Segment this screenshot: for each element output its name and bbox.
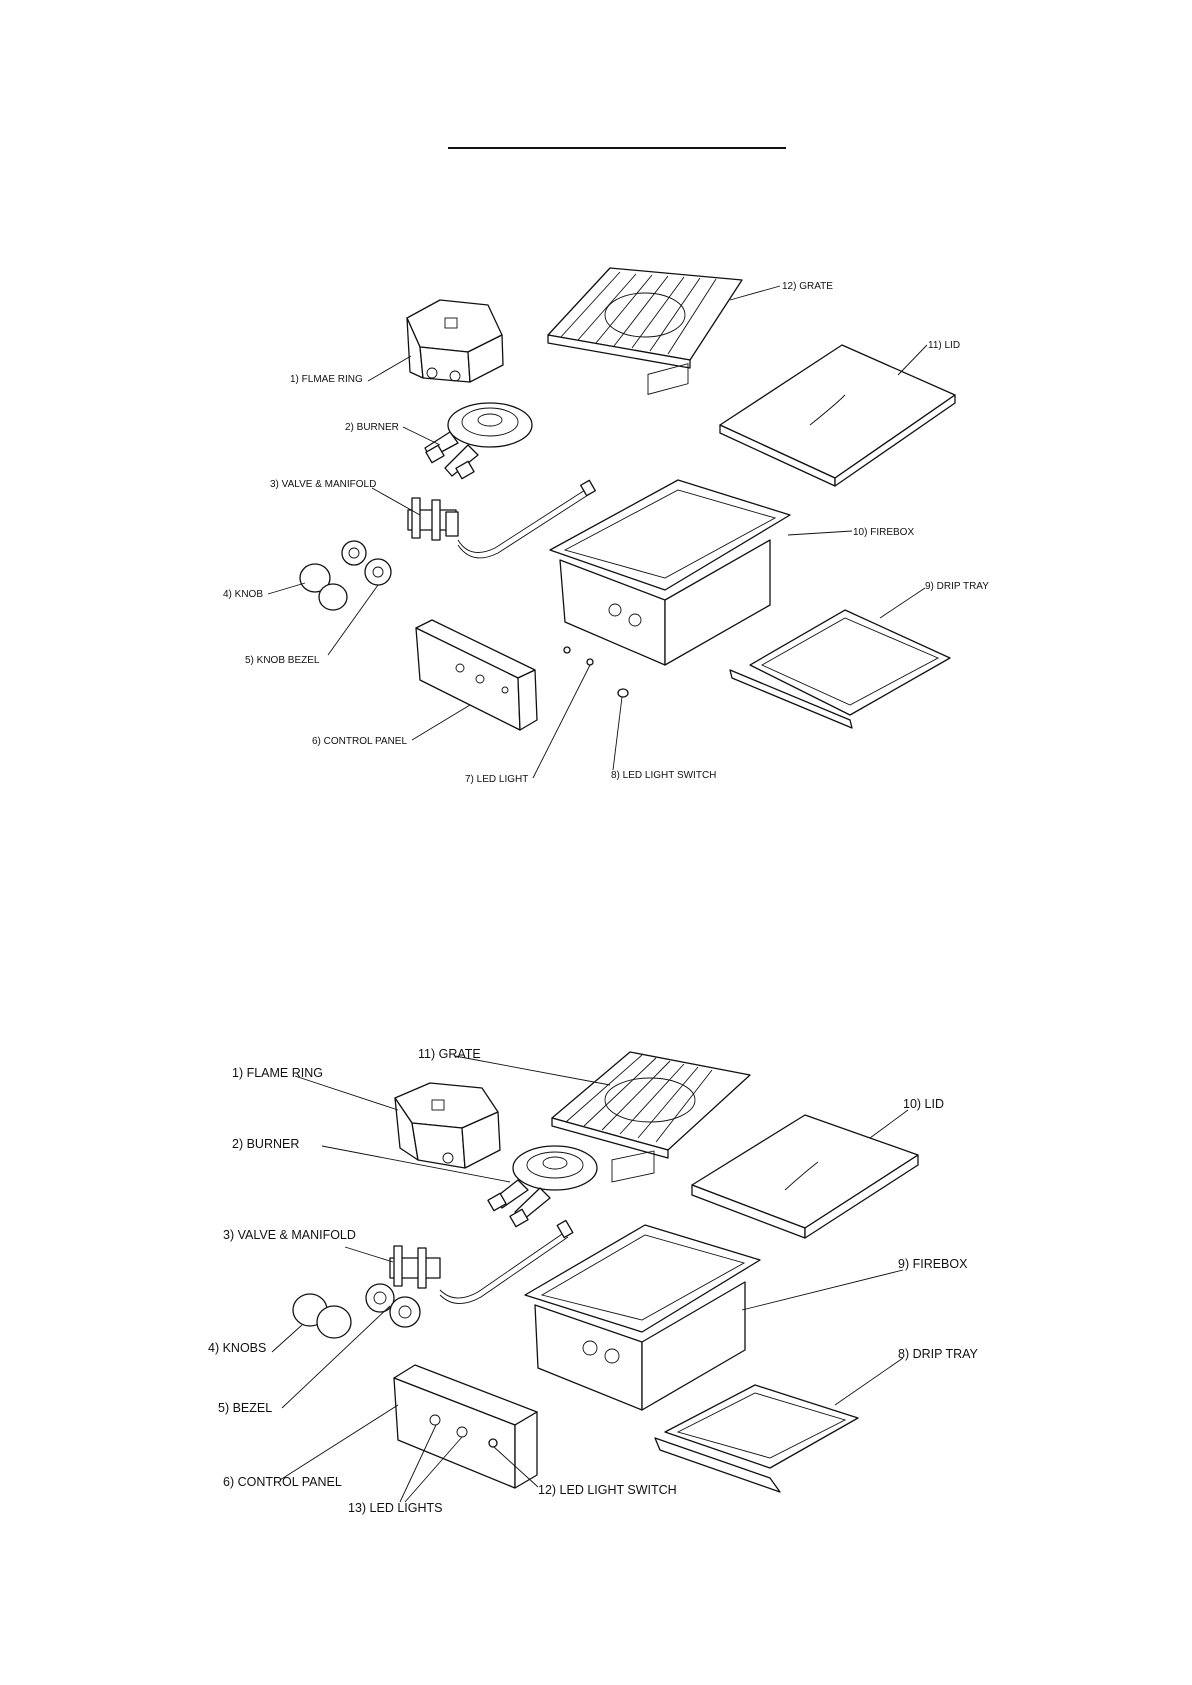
drip-tray-drawing bbox=[729, 609, 951, 729]
leader-valve bbox=[371, 487, 421, 516]
label-burner: 2) BURNER bbox=[232, 1137, 299, 1151]
burner-drawing bbox=[424, 402, 533, 480]
leader-knob bbox=[267, 582, 306, 595]
leader-burner bbox=[402, 426, 441, 446]
label-valve-manifold: 3) VALVE & MANIFOLD bbox=[270, 479, 376, 490]
label-control-panel: 6) CONTROL PANEL bbox=[223, 1475, 342, 1489]
leader-valve bbox=[344, 1246, 394, 1263]
flame-ring-drawing bbox=[406, 299, 504, 383]
label-led-light: 7) LED LIGHT bbox=[465, 774, 528, 785]
label-knobs: 4) KNOBS bbox=[208, 1341, 266, 1355]
grate-drawing bbox=[547, 267, 743, 369]
label-led-light-switch: 8) LED LIGHT SWITCH bbox=[611, 770, 716, 781]
label-flame-ring: 1) FLMAE RING bbox=[290, 374, 363, 385]
lid-drawing bbox=[691, 1114, 919, 1239]
label-flame-ring: 1) FLAME RING bbox=[232, 1066, 323, 1080]
lid-drawing bbox=[719, 344, 956, 487]
control-panel-drawing bbox=[415, 619, 538, 731]
leader-drip-tray bbox=[879, 587, 926, 619]
leader-lid bbox=[897, 344, 928, 376]
label-firebox: 10) FIREBOX bbox=[853, 527, 914, 538]
label-bezel: 5) BEZEL bbox=[218, 1401, 272, 1415]
knobs-drawing bbox=[292, 1283, 421, 1339]
label-control-panel: 6) CONTROL PANEL bbox=[312, 736, 407, 747]
label-lid: 11) LID bbox=[928, 340, 960, 351]
label-burner: 2) BURNER bbox=[345, 422, 399, 433]
grate-drawing bbox=[551, 1051, 751, 1159]
bottom-exploded-diagram: 1) FLAME RING 2) BURNER 3) VALVE & MANIF… bbox=[208, 1047, 979, 1515]
valve-manifold-drawing bbox=[407, 479, 596, 559]
leader-burner bbox=[321, 1145, 511, 1183]
leader-flame-ring bbox=[367, 355, 412, 382]
control-panel-drawing bbox=[393, 1364, 538, 1489]
leader-knobs bbox=[271, 1324, 303, 1353]
label-led-light-switch: 12) LED LIGHT SWITCH bbox=[538, 1483, 677, 1497]
label-grate: 12) GRATE bbox=[782, 281, 833, 292]
firebox-drawing bbox=[524, 1150, 761, 1411]
leader-led-switch bbox=[493, 1446, 539, 1488]
flame-ring-drawing bbox=[394, 1082, 501, 1169]
valve-manifold-drawing bbox=[389, 1219, 574, 1304]
leader-firebox bbox=[741, 1269, 904, 1311]
label-knob: 4) KNOB bbox=[223, 589, 263, 600]
label-lid: 10) LID bbox=[903, 1097, 944, 1111]
leader-grate bbox=[454, 1055, 611, 1086]
leader-drip-tray bbox=[834, 1357, 904, 1406]
leader-grate bbox=[729, 285, 781, 301]
led-parts-drawing bbox=[563, 646, 629, 698]
leader-firebox bbox=[787, 530, 853, 536]
leader-led-light bbox=[532, 664, 591, 779]
knobs-drawing bbox=[299, 540, 392, 611]
drip-tray-drawing bbox=[654, 1384, 859, 1493]
leader-knob-bezel bbox=[327, 584, 379, 656]
firebox-drawing bbox=[549, 363, 791, 666]
top-exploded-diagram: 1) FLMAE RING 2) BURNER 3) VALVE & MANIF… bbox=[223, 267, 989, 785]
leader-lid bbox=[869, 1109, 909, 1139]
label-knob-bezel: 5) KNOB BEZEL bbox=[245, 655, 320, 666]
leader-flame-ring bbox=[294, 1075, 399, 1111]
label-drip-tray: 9) DRIP TRAY bbox=[925, 581, 989, 592]
label-grate: 11) GRATE bbox=[418, 1047, 481, 1061]
leader-control-panel bbox=[411, 704, 471, 741]
title-underline bbox=[448, 147, 786, 149]
label-led-lights: 13) LED LIGHTS bbox=[348, 1501, 442, 1515]
leader-led-lights-2 bbox=[404, 1436, 463, 1503]
burner-drawing bbox=[487, 1145, 598, 1228]
label-valve-manifold: 3) VALVE & MANIFOLD bbox=[223, 1228, 356, 1242]
label-firebox: 9) FIREBOX bbox=[898, 1257, 968, 1271]
leader-led-lights-1 bbox=[399, 1424, 437, 1503]
leader-led-switch bbox=[612, 696, 623, 771]
leader-bezel bbox=[281, 1305, 391, 1409]
label-drip-tray: 8) DRIP TRAY bbox=[898, 1347, 979, 1361]
leader-control-panel bbox=[279, 1404, 399, 1481]
